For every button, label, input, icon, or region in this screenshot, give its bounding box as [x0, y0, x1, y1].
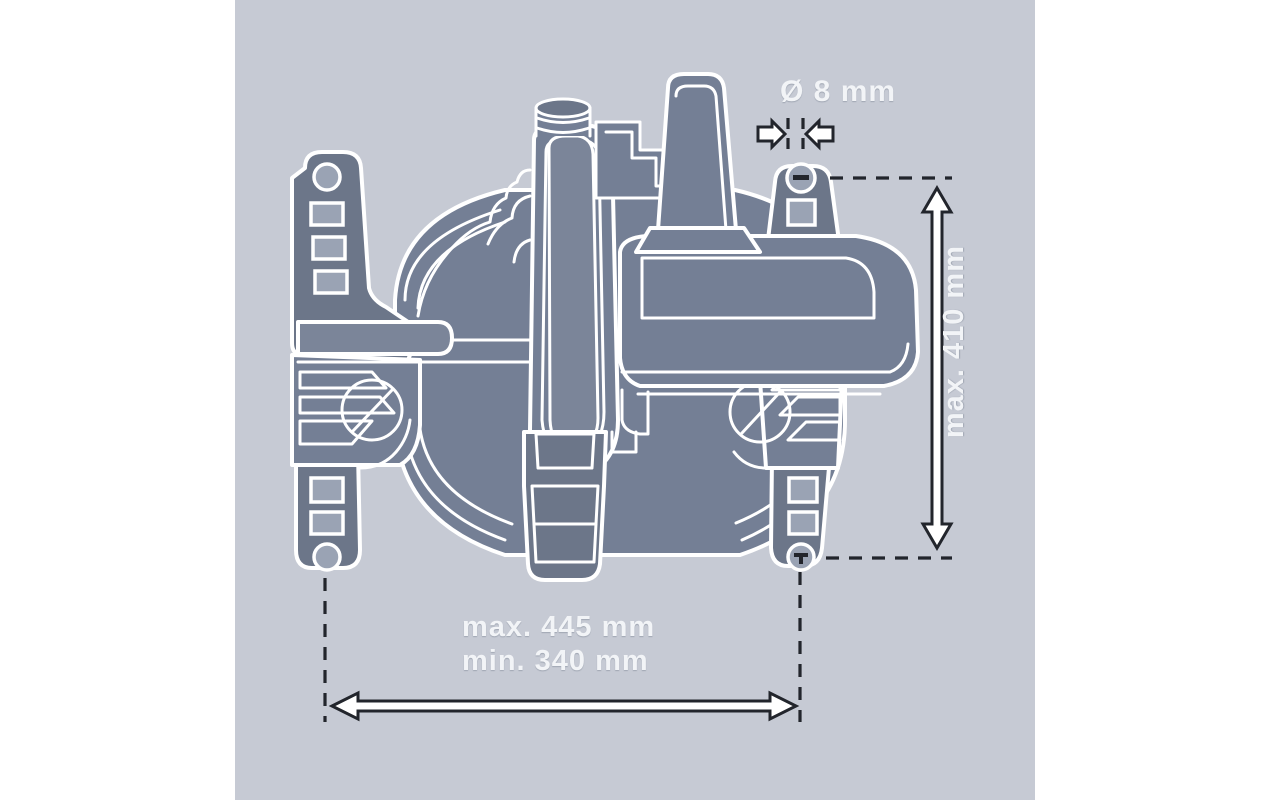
foot-slot-3	[313, 269, 349, 295]
right-lower-mounting-foot	[769, 454, 832, 572]
foot-hole-tee-mark	[794, 553, 808, 564]
diameter-arrow-right	[803, 117, 835, 151]
width-max-dimension-label: max. 445 mm	[462, 611, 656, 643]
dust-port	[534, 97, 592, 138]
foot-slot-7	[787, 476, 819, 504]
height-dimension-label: max. 410 mm	[938, 245, 970, 439]
foot-hole-circle	[312, 162, 342, 192]
width-min-dimension-label: min. 340 mm	[462, 645, 649, 677]
motor-housing-skirt	[620, 342, 910, 396]
diameter-label: Ø 8 mm	[780, 75, 897, 108]
clamp-notch	[610, 430, 638, 454]
foot-slot-8	[787, 510, 819, 536]
left-upper-mounting-foot	[290, 150, 422, 362]
foot-slot-6	[786, 198, 817, 227]
foot-hole-circle-2	[312, 542, 342, 572]
vertical-dimension-arrow	[920, 185, 954, 551]
foot-slot-5	[309, 510, 345, 536]
left-bevel-screw	[340, 378, 404, 442]
base-right-contour	[732, 450, 768, 470]
trigger-lug	[620, 388, 650, 436]
motor-housing	[618, 234, 920, 388]
left-lower-mounting-foot	[294, 450, 362, 572]
diameter-arrow-left	[756, 117, 788, 151]
foot-hole-slot-mark	[793, 175, 809, 180]
foot-slot-1	[309, 201, 345, 227]
left-bracket-body	[290, 353, 422, 467]
carry-handle	[656, 72, 738, 232]
base-left-contour	[358, 418, 412, 470]
horizontal-dimension-arrow	[328, 690, 800, 722]
foot-slot-4	[309, 476, 345, 504]
motor-shoulder	[416, 168, 532, 318]
right-upper-mounting-foot	[764, 162, 843, 258]
front-clamp-bracket	[522, 430, 608, 582]
foot-slot-2	[311, 235, 347, 261]
handle-base	[634, 226, 762, 254]
